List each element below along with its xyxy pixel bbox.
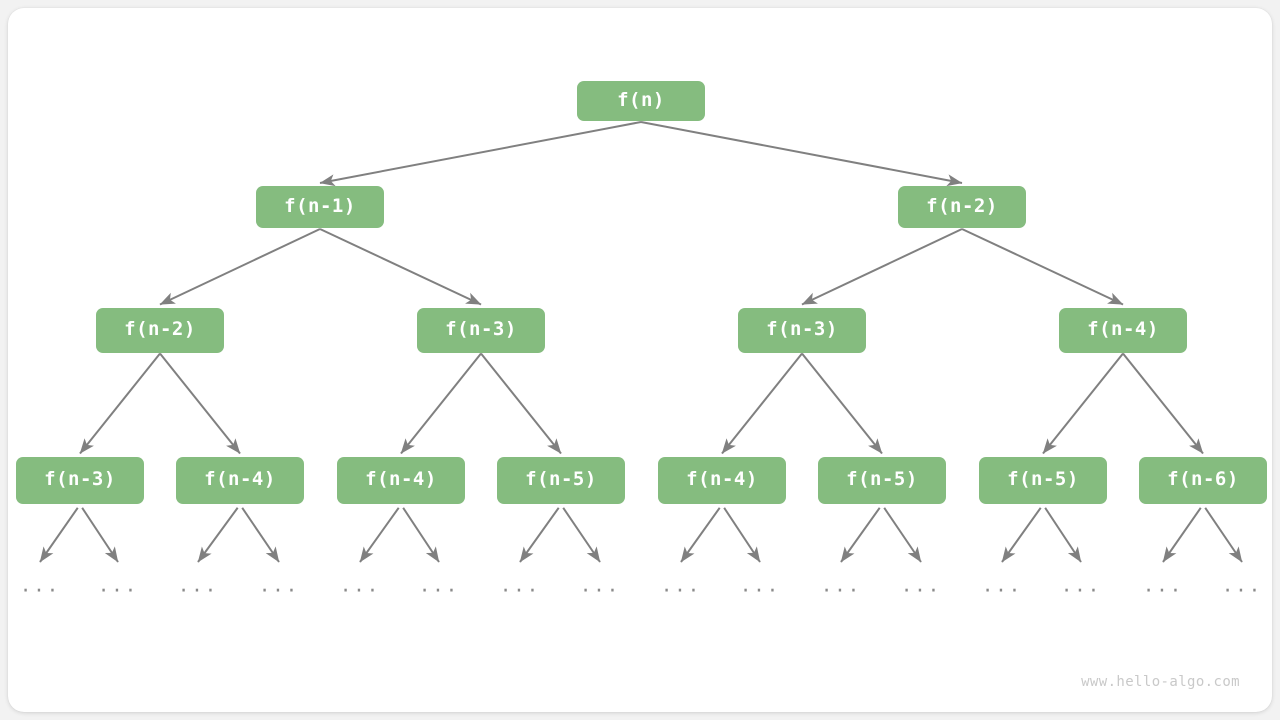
recursion-tree: f(n) f(n-1) f(n-2) f(n-2) f(n-3) f(n-3) f(n-4)… [8, 8, 1272, 712]
tree-edge [81, 507, 119, 563]
tree-ellipsis: ... [177, 574, 219, 597]
tree-edge [319, 121, 642, 187]
tree-node[interactable]: f(n-5) [979, 456, 1107, 504]
tree-edge [1001, 507, 1042, 563]
tree-node-label: f(n-1) [284, 194, 356, 217]
tree-edge [241, 507, 280, 563]
tree-node-label: f(n-3) [766, 317, 838, 340]
tree-edge [159, 228, 321, 306]
tree-edge [840, 507, 881, 563]
tree-node[interactable]: f(n-2) [96, 307, 224, 353]
tree-ellipsis: ... [97, 574, 139, 597]
tree-node-label: f(n-4) [204, 467, 276, 490]
tree-node-label: f(n-5) [846, 467, 918, 490]
tree-node[interactable]: f(n-3) [16, 456, 144, 504]
tree-ellipsis: ... [258, 574, 300, 597]
tree-edge [721, 352, 803, 455]
tree-edge [1044, 507, 1082, 563]
tree-edge [319, 228, 482, 306]
tree-node[interactable]: f(n-4) [176, 456, 304, 504]
tree-edge [159, 352, 241, 455]
tree-ellipsis: ... [579, 574, 621, 597]
tree-edge [480, 352, 562, 455]
tree-node[interactable]: f(n-5) [497, 456, 625, 504]
tree-edge [723, 507, 761, 563]
tree-node[interactable]: f(n-5) [818, 456, 946, 504]
tree-edge [400, 352, 482, 455]
tree-node-label: f(n-5) [1007, 467, 1079, 490]
tree-ellipsis: ... [1221, 574, 1263, 597]
tree-edge [801, 228, 963, 306]
tree-node-label: f(n-5) [525, 467, 597, 490]
tree-node-label: f(n-3) [44, 467, 116, 490]
tree-node[interactable]: f(n-3) [738, 307, 866, 353]
tree-node-label: f(n) [617, 88, 665, 111]
tree-node[interactable]: f(n-4) [658, 456, 786, 504]
tree-edge [197, 507, 239, 563]
tree-edge [519, 507, 560, 563]
tree-ellipsis: ... [981, 574, 1023, 597]
tree-edge [640, 121, 963, 187]
tree-ellipsis: ... [660, 574, 702, 597]
tree-edge [359, 507, 400, 563]
tree-node[interactable]: f(n-1) [256, 186, 384, 228]
tree-ellipsis: ... [339, 574, 381, 597]
tree-ellipsis: ... [19, 574, 61, 597]
tree-node[interactable]: f(n-4) [1059, 307, 1187, 353]
tree-ellipsis: ... [1142, 574, 1184, 597]
tree-ellipsis: ... [820, 574, 862, 597]
tree-node[interactable]: f(n-6) [1139, 456, 1267, 504]
tree-node-label: f(n-3) [445, 317, 517, 340]
tree-node[interactable]: f(n) [577, 81, 705, 121]
tree-edge [961, 228, 1124, 306]
tree-node-label: f(n-2) [124, 317, 196, 340]
tree-node-label: f(n-4) [365, 467, 437, 490]
tree-node[interactable]: f(n-3) [417, 307, 545, 353]
tree-edge [1162, 507, 1202, 563]
tree-edge [402, 507, 440, 563]
tree-edge [801, 352, 883, 455]
tree-node-label: f(n-6) [1167, 467, 1239, 490]
tree-edge [680, 507, 721, 563]
tree-edge [562, 507, 601, 563]
tree-node[interactable]: f(n-2) [898, 186, 1026, 228]
tree-node-label: f(n-2) [926, 194, 998, 217]
tree-ellipsis: ... [900, 574, 942, 597]
tree-ellipsis: ... [739, 574, 781, 597]
tree-node-label: f(n-4) [686, 467, 758, 490]
tree-edge [39, 507, 79, 563]
watermark: www.hello-algo.com [1081, 674, 1240, 690]
tree-edge [1042, 352, 1124, 455]
tree-ellipsis: ... [499, 574, 541, 597]
tree-node-label: f(n-4) [1087, 317, 1159, 340]
tree-ellipsis: ... [418, 574, 460, 597]
tree-edge [79, 352, 161, 455]
tree-edge [883, 507, 922, 563]
tree-edge [1122, 352, 1204, 455]
tree-edge [1204, 507, 1243, 563]
tree-ellipsis: ... [1060, 574, 1102, 597]
tree-node[interactable]: f(n-4) [337, 456, 465, 504]
diagram-canvas: f(n) f(n-1) f(n-2) f(n-2) f(n-3) f(n-3) f(n-4)… [8, 8, 1272, 712]
